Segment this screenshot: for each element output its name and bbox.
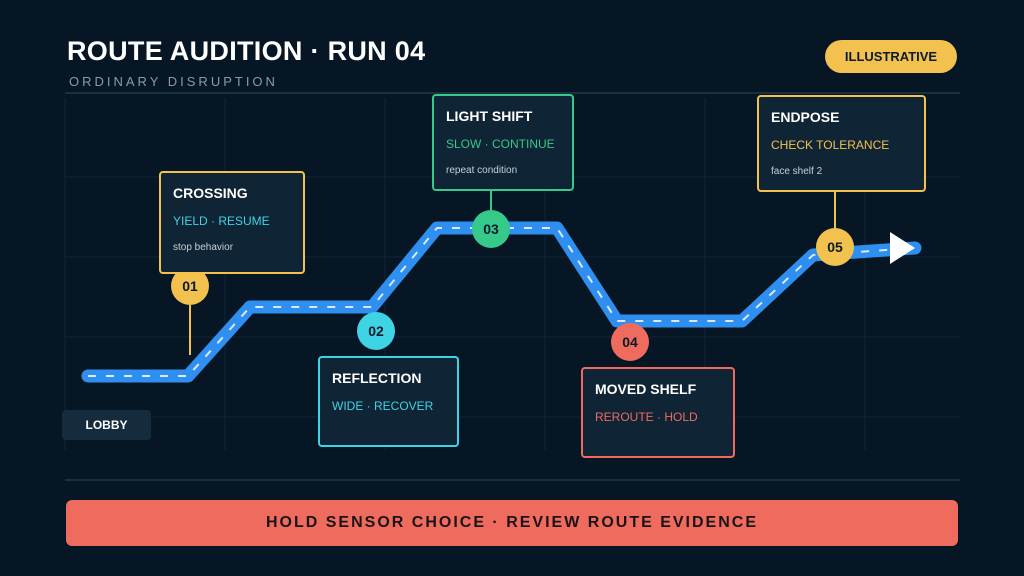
checkpoint-marker-05[interactable]: 05 (816, 228, 854, 266)
card-status: YIELD · RESUME (173, 214, 270, 228)
checkpoint-marker-03[interactable]: 03 (472, 210, 510, 248)
checkpoint-marker-02[interactable]: 02 (357, 312, 395, 350)
checkpoint-number: 04 (622, 334, 638, 350)
card-title: REFLECTION (332, 370, 422, 386)
page-subtitle: ORDINARY DISRUPTION (69, 74, 278, 89)
checkpoint-card-light-shift[interactable]: LIGHT SHIFT SLOW · CONTINUE repeat condi… (432, 94, 574, 191)
card-status: WIDE · RECOVER (332, 399, 434, 413)
checkpoint-number: 05 (827, 239, 843, 255)
route-centerline (88, 227, 916, 377)
card-note: repeat condition (446, 165, 518, 176)
checkpoint-number: 01 (182, 278, 198, 294)
checkpoint-card-crossing[interactable]: CROSSING YIELD · RESUME stop behavior (159, 171, 305, 274)
card-status: SLOW · CONTINUE (446, 137, 555, 151)
card-status: CHECK TOLERANCE (771, 138, 890, 152)
card-note: stop behavior (173, 242, 234, 253)
card-note: face shelf 2 (771, 166, 823, 177)
card-status: REROUTE · HOLD (595, 410, 698, 424)
card-title: MOVED SHELF (595, 381, 697, 397)
illustrative-badge: ILLUSTRATIVE (825, 40, 957, 73)
card-title: CROSSING (173, 185, 248, 201)
checkpoint-marker-04[interactable]: 04 (611, 323, 649, 361)
checkpoint-number: 02 (368, 323, 384, 339)
card-title: ENDPOSE (771, 109, 840, 125)
route-end-arrow (890, 232, 915, 264)
checkpoint-card-moved-shelf[interactable]: MOVED SHELF REROUTE · HOLD (581, 367, 735, 458)
page-title: ROUTE AUDITION · RUN 04 (67, 36, 426, 66)
checkpoint-card-reflection[interactable]: REFLECTION WIDE · RECOVER (318, 356, 459, 447)
card-title: LIGHT SHIFT (446, 108, 533, 124)
action-banner: HOLD SENSOR CHOICE · REVIEW ROUTE EVIDEN… (66, 500, 958, 546)
checkpoint-marker-01[interactable]: 01 (171, 267, 209, 305)
lobby-start-label: LOBBY (62, 410, 151, 440)
checkpoint-number: 03 (483, 221, 499, 237)
connectors (189, 190, 836, 355)
checkpoint-card-endpose[interactable]: ENDPOSE CHECK TOLERANCE face shelf 2 (757, 95, 926, 192)
